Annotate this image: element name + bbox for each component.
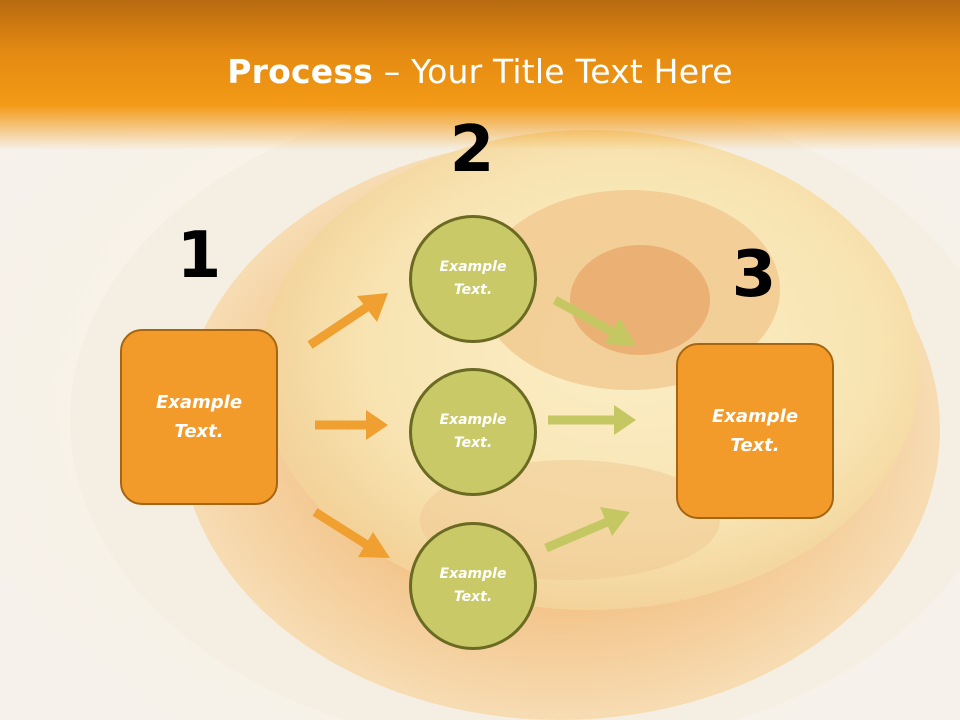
right-process-box: Example Text. [676, 343, 834, 519]
left-process-box: Example Text. [120, 329, 278, 505]
green-arrow-up [544, 507, 630, 553]
step-number-1: 1 [176, 219, 222, 293]
right-box-text: Example Text. [711, 406, 799, 456]
title-rest: – Your Title Text Here [373, 52, 733, 91]
orange-arrow-up [307, 293, 388, 349]
title-bold: Process [227, 52, 374, 91]
circle-top: Example Text. [409, 215, 537, 343]
step-number-3: 3 [731, 238, 777, 312]
circle-bottom: Example Text. [409, 522, 537, 650]
orange-arrow-down [312, 508, 390, 558]
circle-bottom-text: Example Text. [439, 566, 507, 605]
title-band [0, 0, 960, 150]
circle-middle: Example Text. [409, 368, 537, 496]
left-box-text: Example Text. [155, 392, 243, 442]
circle-top-text: Example Text. [439, 259, 507, 298]
circle-middle-text: Example Text. [439, 412, 507, 451]
green-arrow-down [552, 296, 636, 346]
step-number-2: 2 [449, 113, 495, 187]
orange-arrow-middle [315, 410, 388, 440]
slide-title: Process – Your Title Text Here [0, 52, 960, 91]
green-arrow-middle [548, 405, 636, 435]
